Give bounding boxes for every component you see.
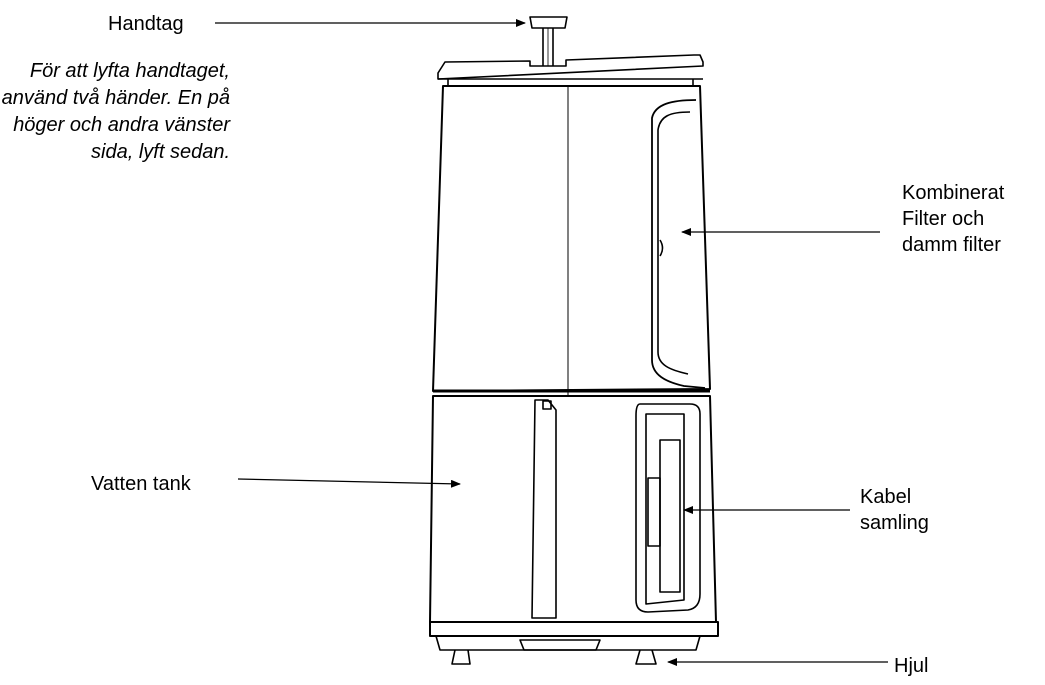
handle-note-line: höger och andra vänster [13, 114, 230, 136]
water-tank-part [429, 395, 717, 623]
filter-label-line: Kombinerat [902, 182, 1005, 204]
handle-note-line: För att lyfta handtaget, [29, 60, 230, 82]
filter-label-line: Filter och [902, 208, 985, 230]
tank-leader-arrow [237, 478, 461, 488]
lid-part [437, 54, 704, 86]
water-tank-label: Vatten tank [91, 473, 191, 495]
handle-instruction-note: För att lyfta handtaget, använd två händ… [2, 58, 230, 166]
wheel-label: Hjul [894, 655, 929, 677]
handle-part [529, 16, 568, 66]
cable-label: Kabel samling [860, 484, 929, 536]
cable-label-line: Kabel [860, 486, 912, 508]
cable-label-line: samling [860, 512, 929, 534]
filter-label-line: damm filter [902, 234, 1001, 256]
filter-label: Kombinerat Filter och damm filter [902, 180, 1004, 258]
base-part [429, 621, 719, 665]
handle-note-line: sida, lyft sedan. [91, 141, 230, 163]
handle-label: Handtag [108, 13, 184, 35]
upper-body-part [432, 85, 711, 620]
handle-note-line: använd två händer. En på [1, 87, 230, 109]
